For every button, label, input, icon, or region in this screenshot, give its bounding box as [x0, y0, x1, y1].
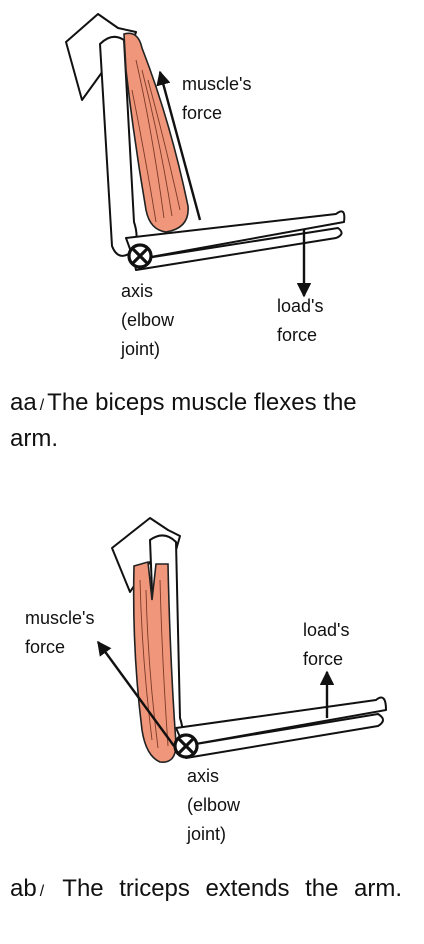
muscle-force-label: muscle's force	[25, 608, 95, 657]
triceps-arm-diagram	[97, 517, 387, 763]
load-force-label: load's force	[303, 620, 350, 669]
forearm-bone-lower	[133, 227, 343, 271]
caption-text: The biceps muscle flexes the arm.	[10, 389, 357, 452]
biceps-fibers	[131, 59, 181, 223]
axis-label: axis (elbow joint)	[187, 766, 241, 844]
elbow-axis-icon	[173, 733, 199, 759]
axis-label: axis (elbow joint)	[121, 281, 175, 359]
muscle-force-arrow	[97, 640, 175, 747]
forearm-bone-lower	[183, 713, 384, 759]
figure-caption-biceps: aa/The biceps muscle flexes the arm.	[10, 386, 402, 455]
elbow-axis-icon	[127, 243, 153, 269]
muscle-force-arrow	[156, 70, 202, 221]
forearm-bone-upper	[125, 210, 346, 261]
forearm-bone-upper	[175, 696, 387, 747]
figure-biceps: muscle's force load's force axis (elbow …	[0, 0, 424, 372]
muscle-force-label: muscle's force	[182, 74, 252, 123]
biceps-arm-diagram	[65, 13, 346, 298]
caption-tag: aa	[10, 389, 37, 416]
figure-triceps: muscle's force load's force axis (elbow …	[0, 500, 424, 860]
caption-tag: ab	[10, 875, 37, 902]
caption-separator: /	[39, 397, 45, 414]
figure-caption-triceps: ab/ The triceps extends the arm.	[10, 872, 402, 941]
triceps-fibers	[139, 579, 169, 749]
caption-text: The triceps extends the arm.	[62, 875, 403, 902]
load-force-label: load's force	[277, 296, 324, 345]
biceps-muscle	[123, 32, 189, 233]
caption-separator: /	[39, 883, 45, 900]
